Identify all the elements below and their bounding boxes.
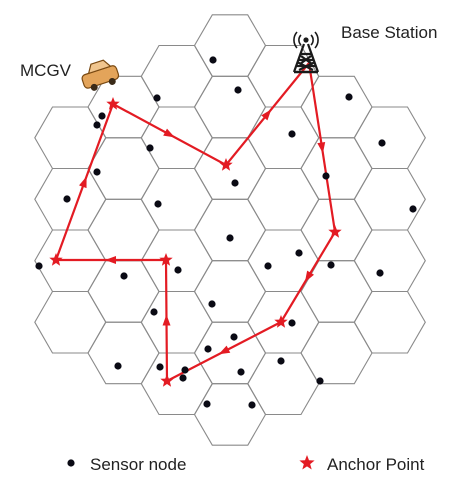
hex-cell: [353, 167, 426, 231]
hex-cell: [247, 229, 320, 293]
sensor-dot-icon: [63, 195, 71, 203]
path-arrow-icon: [218, 345, 231, 355]
sensor-dot-icon: [153, 94, 161, 102]
hex-cell: [193, 14, 267, 77]
sensor-dot-icon: [288, 130, 296, 138]
anchor-star-icon: [328, 225, 342, 238]
path-arrow-icon: [163, 128, 175, 138]
hex-cell: [87, 75, 160, 139]
hex-cell: [193, 137, 267, 200]
sensor-dot-icon: [181, 366, 189, 374]
hex-cell: [193, 260, 267, 323]
sensor-dot-icon: [204, 345, 212, 353]
anchor-star-icon: [159, 253, 173, 266]
sensor-dot-icon: [146, 144, 154, 152]
anchor-star-icon: [106, 97, 120, 110]
legend-anchor-label: Anchor Point: [327, 455, 425, 474]
hex-cell: [300, 321, 373, 385]
sensor-dot-icon: [230, 333, 238, 341]
vehicle-path: [54, 60, 337, 383]
path-arrow-icon: [162, 314, 171, 326]
sensor-dot-icon: [378, 139, 386, 147]
sensor-dot-icon: [156, 363, 164, 371]
path-arrow-icon: [261, 109, 272, 121]
hex-cell: [353, 106, 426, 170]
sensor-dot-icon: [295, 249, 303, 257]
hex-cell: [247, 167, 320, 231]
legend: Sensor node Anchor Point: [67, 455, 425, 474]
mcgv-label: MCGV: [20, 61, 72, 80]
sensor-dot-icon: [322, 172, 330, 180]
hex-cell: [34, 290, 107, 354]
path-line: [54, 60, 337, 383]
hex-cell: [247, 106, 320, 170]
sensor-dot-icon: [327, 261, 335, 269]
sensor-dot-icon: [179, 374, 187, 382]
hex-cell: [193, 321, 267, 385]
sensor-dot-icon: [316, 377, 324, 385]
sensor-dot-icon: [209, 56, 217, 64]
sensor-dot-icon: [35, 262, 43, 270]
path-arrow-icon: [105, 256, 116, 264]
hex-cell: [193, 198, 267, 262]
sensor-dot-icon: [277, 357, 285, 365]
hex-cell: [34, 106, 107, 170]
sensor-dot-icon: [174, 266, 182, 274]
sensor-dot-icon: [345, 93, 353, 101]
sensor-dot-icon: [409, 205, 417, 213]
legend-sensor-label: Sensor node: [90, 455, 186, 474]
hex-cell: [140, 44, 213, 108]
sensor-dot-icon: [93, 121, 101, 129]
legend-sensor-dot-icon: [67, 459, 75, 467]
hex-cell: [353, 290, 426, 354]
sensor-nodes: [35, 56, 417, 409]
sensor-dot-icon: [203, 400, 211, 408]
hex-cell: [87, 321, 160, 385]
base-station-label: Base Station: [341, 23, 437, 42]
anchor-star-icon: [160, 374, 174, 387]
sensor-dot-icon: [226, 234, 234, 242]
sensor-dot-icon: [93, 168, 101, 176]
anchor-star-icon: [49, 253, 63, 266]
sensor-dot-icon: [248, 401, 256, 409]
hex-cell: [300, 137, 373, 200]
sensor-dot-icon: [288, 319, 296, 327]
sensor-dot-icon: [237, 368, 245, 376]
sensor-dot-icon: [264, 262, 272, 270]
hex-cell: [87, 198, 160, 262]
sensor-dot-icon: [114, 362, 122, 370]
anchor-star-icon: [219, 158, 233, 171]
star-icon: [299, 455, 315, 470]
hex-cell: [140, 290, 213, 354]
hex-cell: [353, 229, 426, 293]
car-icon: [81, 59, 120, 91]
radio-tower-icon: [292, 31, 320, 74]
path-arrow-icon: [304, 270, 315, 283]
legend-anchor-star-icon: [299, 455, 315, 470]
anchor-star-icon: [274, 315, 288, 328]
sensor-dot-icon: [208, 300, 216, 308]
hex-cell: [193, 383, 267, 446]
hex-cell: [87, 260, 160, 323]
sensor-dot-icon: [376, 269, 384, 277]
sensor-dot-icon: [154, 200, 162, 208]
sensor-dot-icon: [98, 112, 106, 120]
path-arrow-icon: [79, 176, 87, 189]
sensor-dot-icon: [150, 308, 158, 316]
path-arrow-icon: [317, 141, 326, 154]
sensor-dot-icon: [231, 179, 239, 187]
anchor-points: [49, 97, 342, 387]
hex-cell: [140, 167, 213, 231]
sensor-dot-icon: [120, 272, 128, 280]
sensor-dot-icon: [234, 86, 242, 94]
